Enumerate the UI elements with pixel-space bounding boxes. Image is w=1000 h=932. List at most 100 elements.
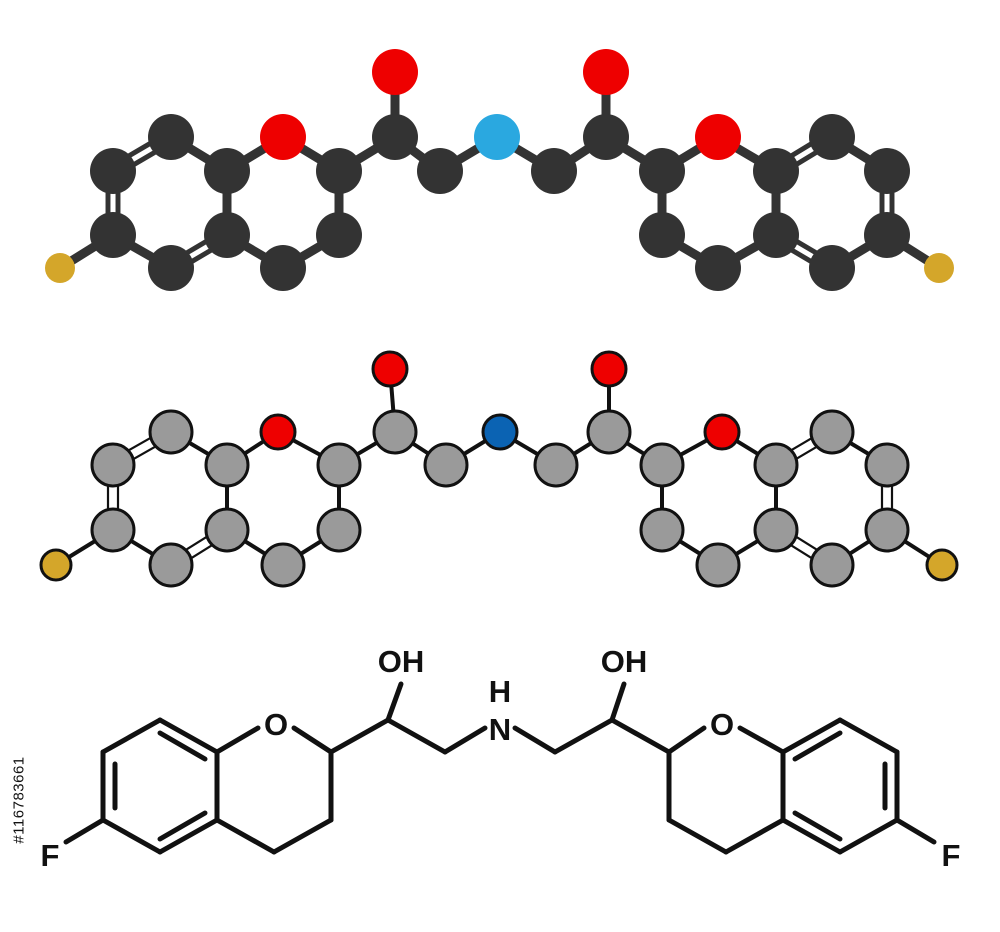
skeletal-formula: OH OH O O H N F F (41, 644, 961, 873)
carbon-atom (372, 409, 418, 455)
skeletal-bond (666, 817, 729, 855)
skeletal-bond (512, 725, 558, 755)
skeletal-bond (894, 817, 937, 845)
fluorine-atom (39, 548, 73, 582)
carbon-atom (639, 507, 685, 553)
skeletal-bond (385, 681, 404, 723)
ball-and-stick-model (45, 49, 954, 291)
skeletal-bond (157, 810, 208, 842)
carbon-atom (753, 442, 799, 488)
carbon-atom (204, 442, 250, 488)
skeletal-bond (666, 725, 707, 755)
skeletal-bond (792, 810, 843, 842)
skeletal-bond (214, 725, 261, 755)
label-f-left: F (41, 838, 60, 873)
carbon-atom (90, 212, 136, 258)
skeletal-bond (442, 725, 488, 755)
skeletal-bond (780, 717, 843, 755)
oxygen-atom (371, 350, 409, 388)
carbon-atom (864, 442, 910, 488)
skeletal-bond (552, 717, 615, 755)
carbon-atom (204, 212, 250, 258)
carbon-atom (753, 148, 799, 194)
skeletal-bond (792, 730, 843, 762)
carbon-atom (753, 507, 799, 553)
oxygen-atom (372, 49, 418, 95)
skeletal-bond (837, 817, 900, 855)
skeletal-bond (328, 717, 391, 755)
skeletal-bond (737, 725, 786, 755)
oxygen-atom (259, 413, 297, 451)
carbon-atom (864, 212, 910, 258)
fluorine-atom (925, 548, 959, 582)
oxygen-atom (260, 114, 306, 160)
carbon-atom (90, 507, 136, 553)
carbon-atom (864, 507, 910, 553)
skeletal-bond (723, 817, 786, 855)
carbon-atom (809, 114, 855, 160)
carbon-atom (531, 148, 577, 194)
carbon-atom (695, 542, 741, 588)
carbon-atom (316, 442, 362, 488)
skeletal-bond (214, 817, 277, 855)
carbon-atom (316, 507, 362, 553)
carbon-atom (639, 148, 685, 194)
carbon-atom (148, 114, 194, 160)
carbon-atom (695, 245, 741, 291)
nitrogen-atom (474, 114, 520, 160)
skeletal-bond (63, 817, 106, 845)
label-nh-n: N (489, 712, 511, 747)
carbon-atom (864, 148, 910, 194)
label-nh-h: H (489, 674, 511, 709)
skeletal-bond (271, 817, 334, 855)
label-oh-right: OH (601, 644, 648, 679)
carbon-atom (148, 245, 194, 291)
carbon-atom (204, 507, 250, 553)
fluorine-atom (45, 253, 75, 283)
skeletal-bond (157, 817, 220, 855)
carbon-atom (260, 542, 306, 588)
carbon-atom (533, 442, 579, 488)
skeletal-bond (157, 717, 220, 755)
carbon-atom (809, 542, 855, 588)
skeletal-bond (100, 717, 163, 755)
skeletal-bonds (63, 681, 937, 855)
carbon-atom (809, 409, 855, 455)
carbon-atom (204, 148, 250, 194)
stock-id: #116783661 (10, 756, 28, 844)
carbon-atom (753, 212, 799, 258)
carbon-atom (260, 245, 306, 291)
skeletal-bond (609, 717, 672, 755)
fluorine-atom (924, 253, 954, 283)
nitrogen-atom (481, 413, 519, 451)
skeletal-bond (100, 817, 163, 855)
skeletal-bond (780, 817, 843, 855)
skeletal-bond (837, 717, 900, 755)
carbon-atom (423, 442, 469, 488)
carbon-atom (417, 148, 463, 194)
carbon-atom (639, 442, 685, 488)
skeletal-bond (609, 681, 627, 723)
carbon-atom (90, 148, 136, 194)
carbon-atom (90, 442, 136, 488)
oxygen-atom (695, 114, 741, 160)
carbon-atom (148, 542, 194, 588)
oxygen-atom (703, 413, 741, 451)
carbon-atom (809, 245, 855, 291)
carbon-atom (372, 114, 418, 160)
oxygen-atom (590, 350, 628, 388)
skeletal-bond (291, 725, 334, 755)
label-f-right: F (942, 838, 961, 873)
label-ring-o-left: O (264, 707, 288, 742)
carbon-atom (148, 409, 194, 455)
carbon-atom (316, 212, 362, 258)
label-oh-left: OH (378, 644, 425, 679)
skeletal-bond (157, 730, 208, 762)
carbon-atom (583, 114, 629, 160)
skeletal-bond (385, 717, 448, 755)
carbon-atom (316, 148, 362, 194)
label-ring-o-right: O (710, 707, 734, 742)
carbon-atom (639, 212, 685, 258)
carbon-atom (586, 409, 632, 455)
